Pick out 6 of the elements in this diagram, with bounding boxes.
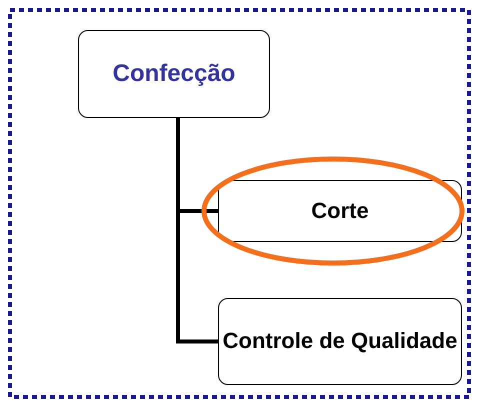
process-box (218, 298, 462, 385)
box-label: Corte (311, 198, 369, 224)
box-label: Controle de Qualidade (222, 328, 458, 355)
process-box (78, 30, 270, 118)
box-label: Confecção (112, 60, 236, 88)
process-box (218, 180, 462, 242)
